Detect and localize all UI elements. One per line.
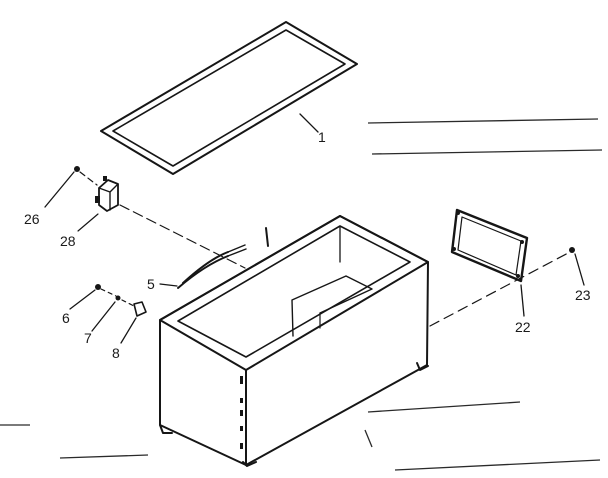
callout-5: 5 xyxy=(147,276,155,292)
callout-22: 22 xyxy=(515,319,531,335)
switch-assembly xyxy=(77,176,119,232)
callout-23: 23 xyxy=(575,287,591,303)
washer-7 xyxy=(91,295,135,332)
screw-26 xyxy=(44,166,98,208)
callout-6: 6 xyxy=(62,310,70,326)
main-box xyxy=(159,215,429,467)
scan-artifact-lines xyxy=(0,118,603,471)
callout-1: 1 xyxy=(318,129,326,145)
lid-gasket xyxy=(100,21,358,175)
callout-26: 26 xyxy=(24,211,40,227)
clip-8 xyxy=(120,301,147,344)
callout-7: 7 xyxy=(84,330,92,346)
wire xyxy=(159,227,269,289)
screw-23 xyxy=(569,247,585,286)
screw-6 xyxy=(69,284,117,310)
callout-28: 28 xyxy=(60,233,76,249)
cover-plate xyxy=(450,208,529,317)
callout-8: 8 xyxy=(112,345,120,361)
